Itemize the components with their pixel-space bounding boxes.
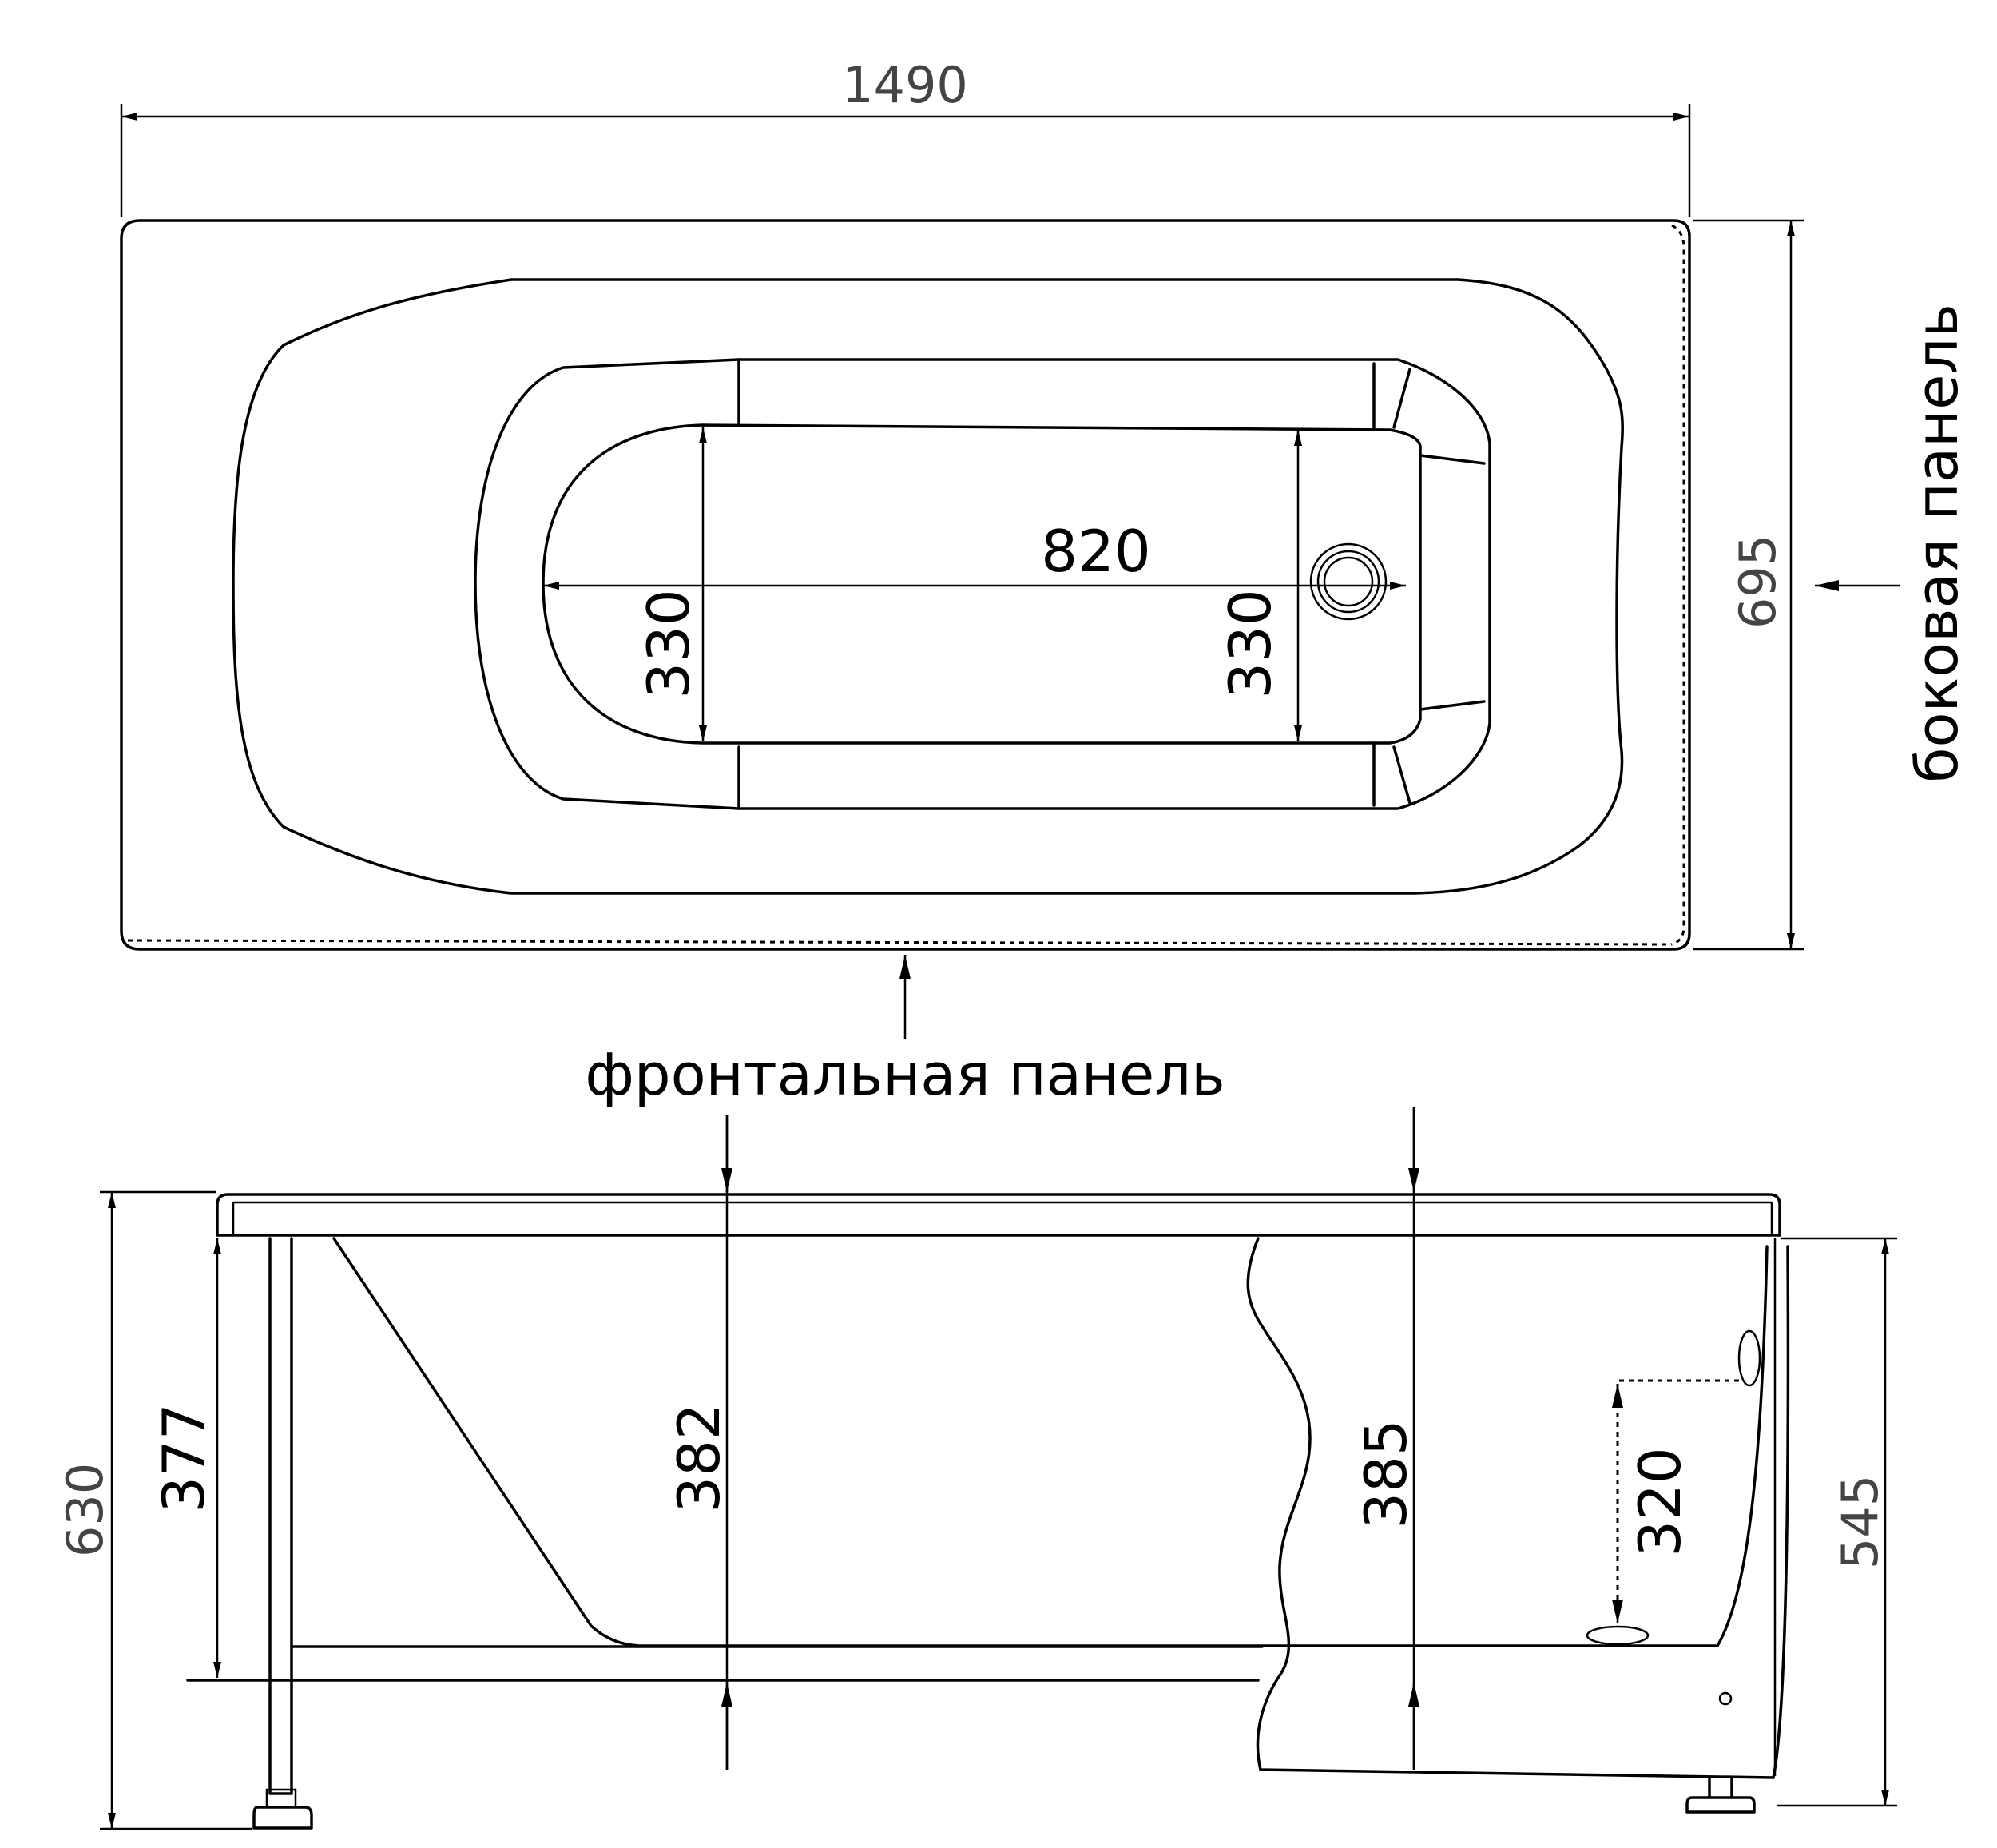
drain-hole-icon: [1586, 1625, 1650, 1646]
dim-382-label: 382: [665, 1403, 732, 1512]
basin-outer: [232, 278, 1624, 895]
tub-outer-rim: [120, 219, 1691, 951]
left-leg-foot-icon: [252, 1806, 313, 1830]
dim-377-label: 377: [150, 1403, 217, 1512]
front-panel-cut: [1246, 1237, 1790, 1779]
dim-820-label: 820: [1041, 518, 1150, 585]
dim-545-label: 545: [1831, 1475, 1889, 1569]
dim-695-label: 695: [1729, 535, 1787, 629]
dim-320-dashed-guide: [1616, 1379, 1739, 1622]
seat-line-slant-2: [1392, 745, 1411, 805]
dim-1490-label: 1490: [842, 56, 968, 114]
overflow-hole-icon: [1737, 1329, 1761, 1387]
front-panel-label: фронтальная панель: [585, 1041, 1225, 1108]
top-view: 1490 695 820 330 330 боковая панель фрон…: [120, 56, 1971, 1108]
rim-dashed-bottom: [127, 939, 1672, 946]
drain-icon: [1309, 542, 1388, 621]
right-leg-foot-icon: [1685, 1776, 1756, 1814]
seat-line-slant-1: [1392, 368, 1411, 429]
dim-330-right-label: 330: [1217, 589, 1284, 698]
side-view: 630 377 382 385 320 545: [56, 1107, 1897, 1830]
panel-screw-icon: [1718, 1691, 1733, 1706]
dim-320-label: 320: [1626, 1447, 1693, 1556]
dim-385-label: 385: [1352, 1419, 1419, 1528]
dim-630-label: 630: [56, 1463, 114, 1557]
tub-rim-side: [216, 1193, 1781, 1237]
tub-wall-slope: [332, 1237, 1769, 1647]
side-panel-label: боковая панель: [1904, 304, 1971, 783]
seat-line-slant-3: [1419, 454, 1486, 465]
basin-middle: [474, 358, 1491, 810]
dim-330-left-label: 330: [635, 589, 702, 698]
basin-inner-bottom: [542, 423, 1422, 745]
seat-line-slant-4: [1419, 700, 1486, 711]
left-leg: [268, 1237, 293, 1795]
rim-dashed-right: [1670, 224, 1685, 946]
